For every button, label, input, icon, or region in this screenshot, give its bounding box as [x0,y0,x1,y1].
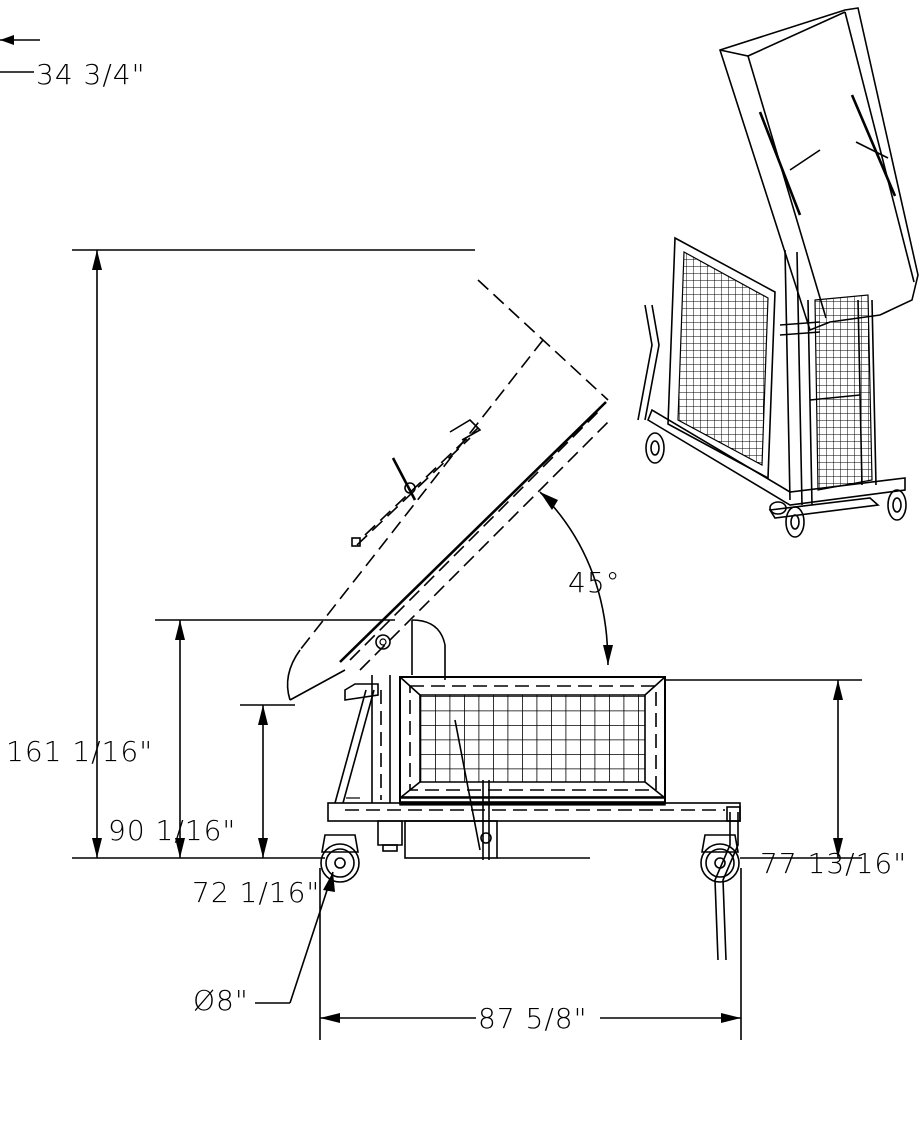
chute-lip-height-dimension [240,704,295,858]
cart-height-label: 77 13/16" [760,847,907,880]
cart-frame [327,619,741,961]
isometric-view [637,7,919,538]
pivot-height-dimension [155,619,395,858]
overall-length-label: 87 5/8" [478,1002,587,1035]
pivot-height-label: 90 1/16" [108,814,236,847]
overall-length-dimension [319,868,742,1040]
wheel-diameter-leader [255,871,335,1004]
top-width-label: 34 3/4" [36,58,145,91]
angle-label: 45° [568,566,621,599]
top-width-dimension [0,35,40,73]
front-wheel [320,834,360,883]
tilted-hopper [286,279,611,701]
cart-height-dimension [665,679,862,859]
wheel-diameter-label: Ø8" [193,984,249,1017]
angle-arc [539,491,613,666]
overall-height-dimension [72,249,475,859]
chute-lip-height-label: 72 1/16" [192,876,320,909]
rear-wheel [700,834,740,883]
overall-height-label: 161 1/16" [6,735,153,768]
